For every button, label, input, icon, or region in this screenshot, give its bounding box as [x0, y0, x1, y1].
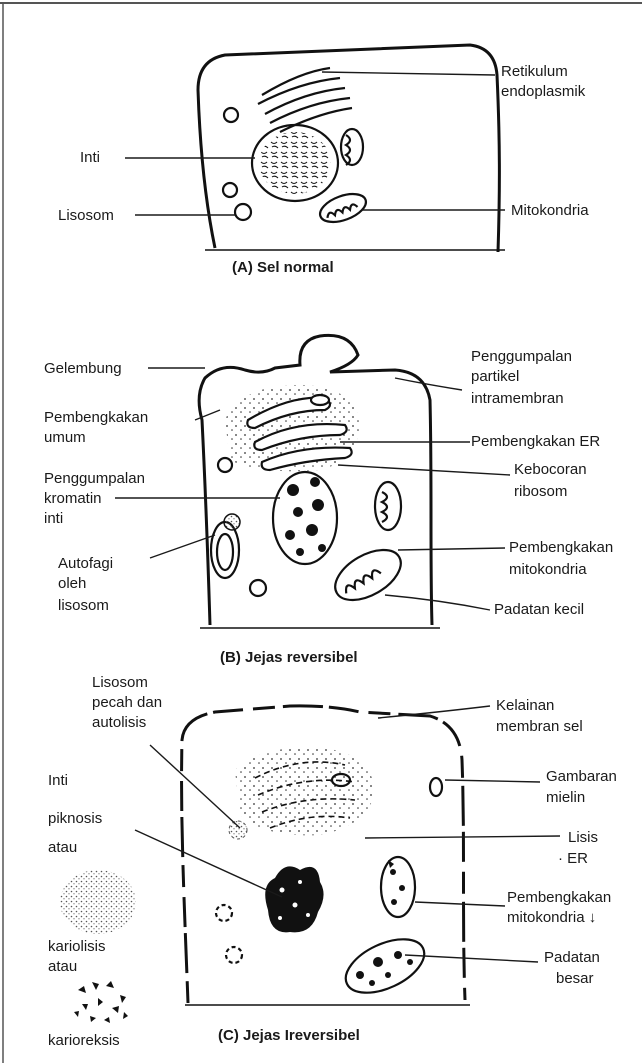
label-pembengkakan-umum-2: umum	[44, 429, 86, 446]
label-pembengkakan-c-1: Pembengkakan	[507, 889, 611, 906]
label-inti: Inti	[80, 149, 100, 166]
label-penggumpalan-kromatin-2: kromatin	[44, 490, 102, 507]
label-endoplasmik: endoplasmik	[501, 83, 586, 100]
label-penggumpalan-partikel-1: Penggumpalan	[471, 348, 572, 365]
label-autofagi-1: Autofagi	[58, 555, 113, 572]
label-gambaran-1: Gambaran	[546, 768, 617, 785]
label-atau-1: atau	[48, 839, 77, 856]
panel-b: Gelembung Pembengkakan umum Penggumpalan…	[44, 335, 613, 666]
label-autofagi-3: lisosom	[58, 597, 109, 614]
label-karioreksis: karioreksis	[48, 1032, 120, 1049]
label-lisis-1: Lisis	[568, 829, 598, 846]
caption-a: (A) Sel normal	[232, 259, 334, 276]
ribosome-dots	[235, 748, 375, 836]
label-kelainan-2: membran sel	[496, 718, 583, 735]
label-pembengkakan-mito-2: mitokondria	[509, 561, 587, 578]
label-penggumpalan-partikel-3: intramembran	[471, 390, 564, 407]
label-lisosom-pecah-3: autolisis	[92, 714, 146, 731]
label-lisis-2: · ER	[558, 850, 588, 867]
karyolysis-nucleus	[60, 870, 136, 934]
karyorrhexis-nucleus	[74, 981, 128, 1023]
label-lisosom-pecah-1: Lisosom	[92, 674, 148, 691]
ruptured-lysosome	[229, 821, 247, 839]
label-penggumpalan-partikel-2: partikel	[471, 368, 519, 385]
label-padatan-2: besar	[556, 970, 594, 987]
label-retikulum: Retikulum	[501, 63, 568, 80]
label-piknosis: piknosis	[48, 810, 102, 827]
label-inti-c: Inti	[48, 772, 68, 789]
label-mitokondria: Mitokondria	[511, 202, 589, 219]
leader-line	[150, 535, 215, 558]
caption-c: (C) Jejas Ireversibel	[218, 1027, 360, 1044]
label-kebocoran-1: Kebocoran	[514, 461, 587, 478]
caption-b: (B) Jejas reversibel	[220, 649, 358, 666]
label-lisosom-pecah-2: pecah dan	[92, 694, 162, 711]
label-penggumpalan-kromatin-1: Penggumpalan	[44, 470, 145, 487]
label-gelembung: Gelembung	[44, 360, 122, 377]
label-kelainan-1: Kelainan	[496, 697, 554, 714]
mitochondrion	[375, 482, 401, 530]
label-pembengkakan-umum-1: Pembengkakan	[44, 409, 148, 426]
swollen-mitochondrion	[381, 857, 415, 917]
label-penggumpalan-kromatin-3: inti	[44, 510, 63, 527]
panel-c: Lisosom pecah dan autolisis Inti piknosi…	[48, 674, 617, 1049]
label-gambaran-2: mielin	[546, 789, 585, 806]
label-autofagi-2: oleh	[58, 575, 86, 592]
label-pembengkakan-mito-1: Pembengkakan	[509, 539, 613, 556]
label-lisosom: Lisosom	[58, 207, 114, 224]
label-kariolisis: kariolisis	[48, 938, 106, 955]
label-padatan-1: Padatan	[544, 949, 600, 966]
nucleus-chromatin	[259, 132, 331, 194]
label-pembengkakan-er: Pembengkakan ER	[471, 433, 600, 450]
panel-a: Retikulum endoplasmik Inti Lisosom Mitok…	[58, 45, 589, 276]
label-pembengkakan-c-2: mitokondria ↓	[507, 909, 596, 926]
lysosome	[224, 514, 240, 530]
label-padatan-kecil: Padatan kecil	[494, 601, 584, 618]
label-kebocoran-2: ribosom	[514, 483, 567, 500]
label-atau-2: atau	[48, 958, 77, 975]
